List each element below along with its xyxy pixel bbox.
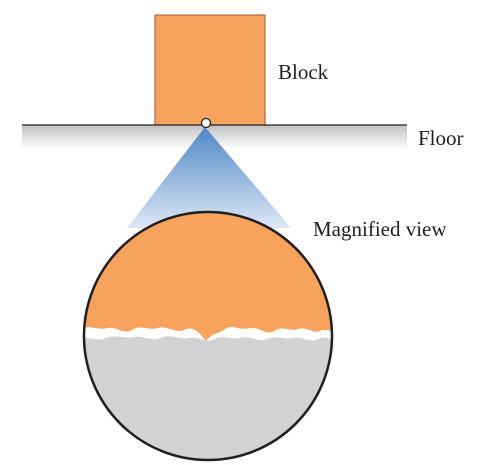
magnified-view-label: Magnified view: [313, 217, 447, 241]
magnification-cone: [127, 127, 291, 228]
magnified-block: [84, 212, 332, 341]
block: [154, 14, 266, 126]
magnified-view-outline: [82, 210, 334, 462]
block-label: Block: [278, 60, 329, 84]
contact-point-marker: [200, 117, 212, 129]
magnified-view: [84, 212, 332, 460]
floor-label: Floor: [418, 126, 464, 150]
